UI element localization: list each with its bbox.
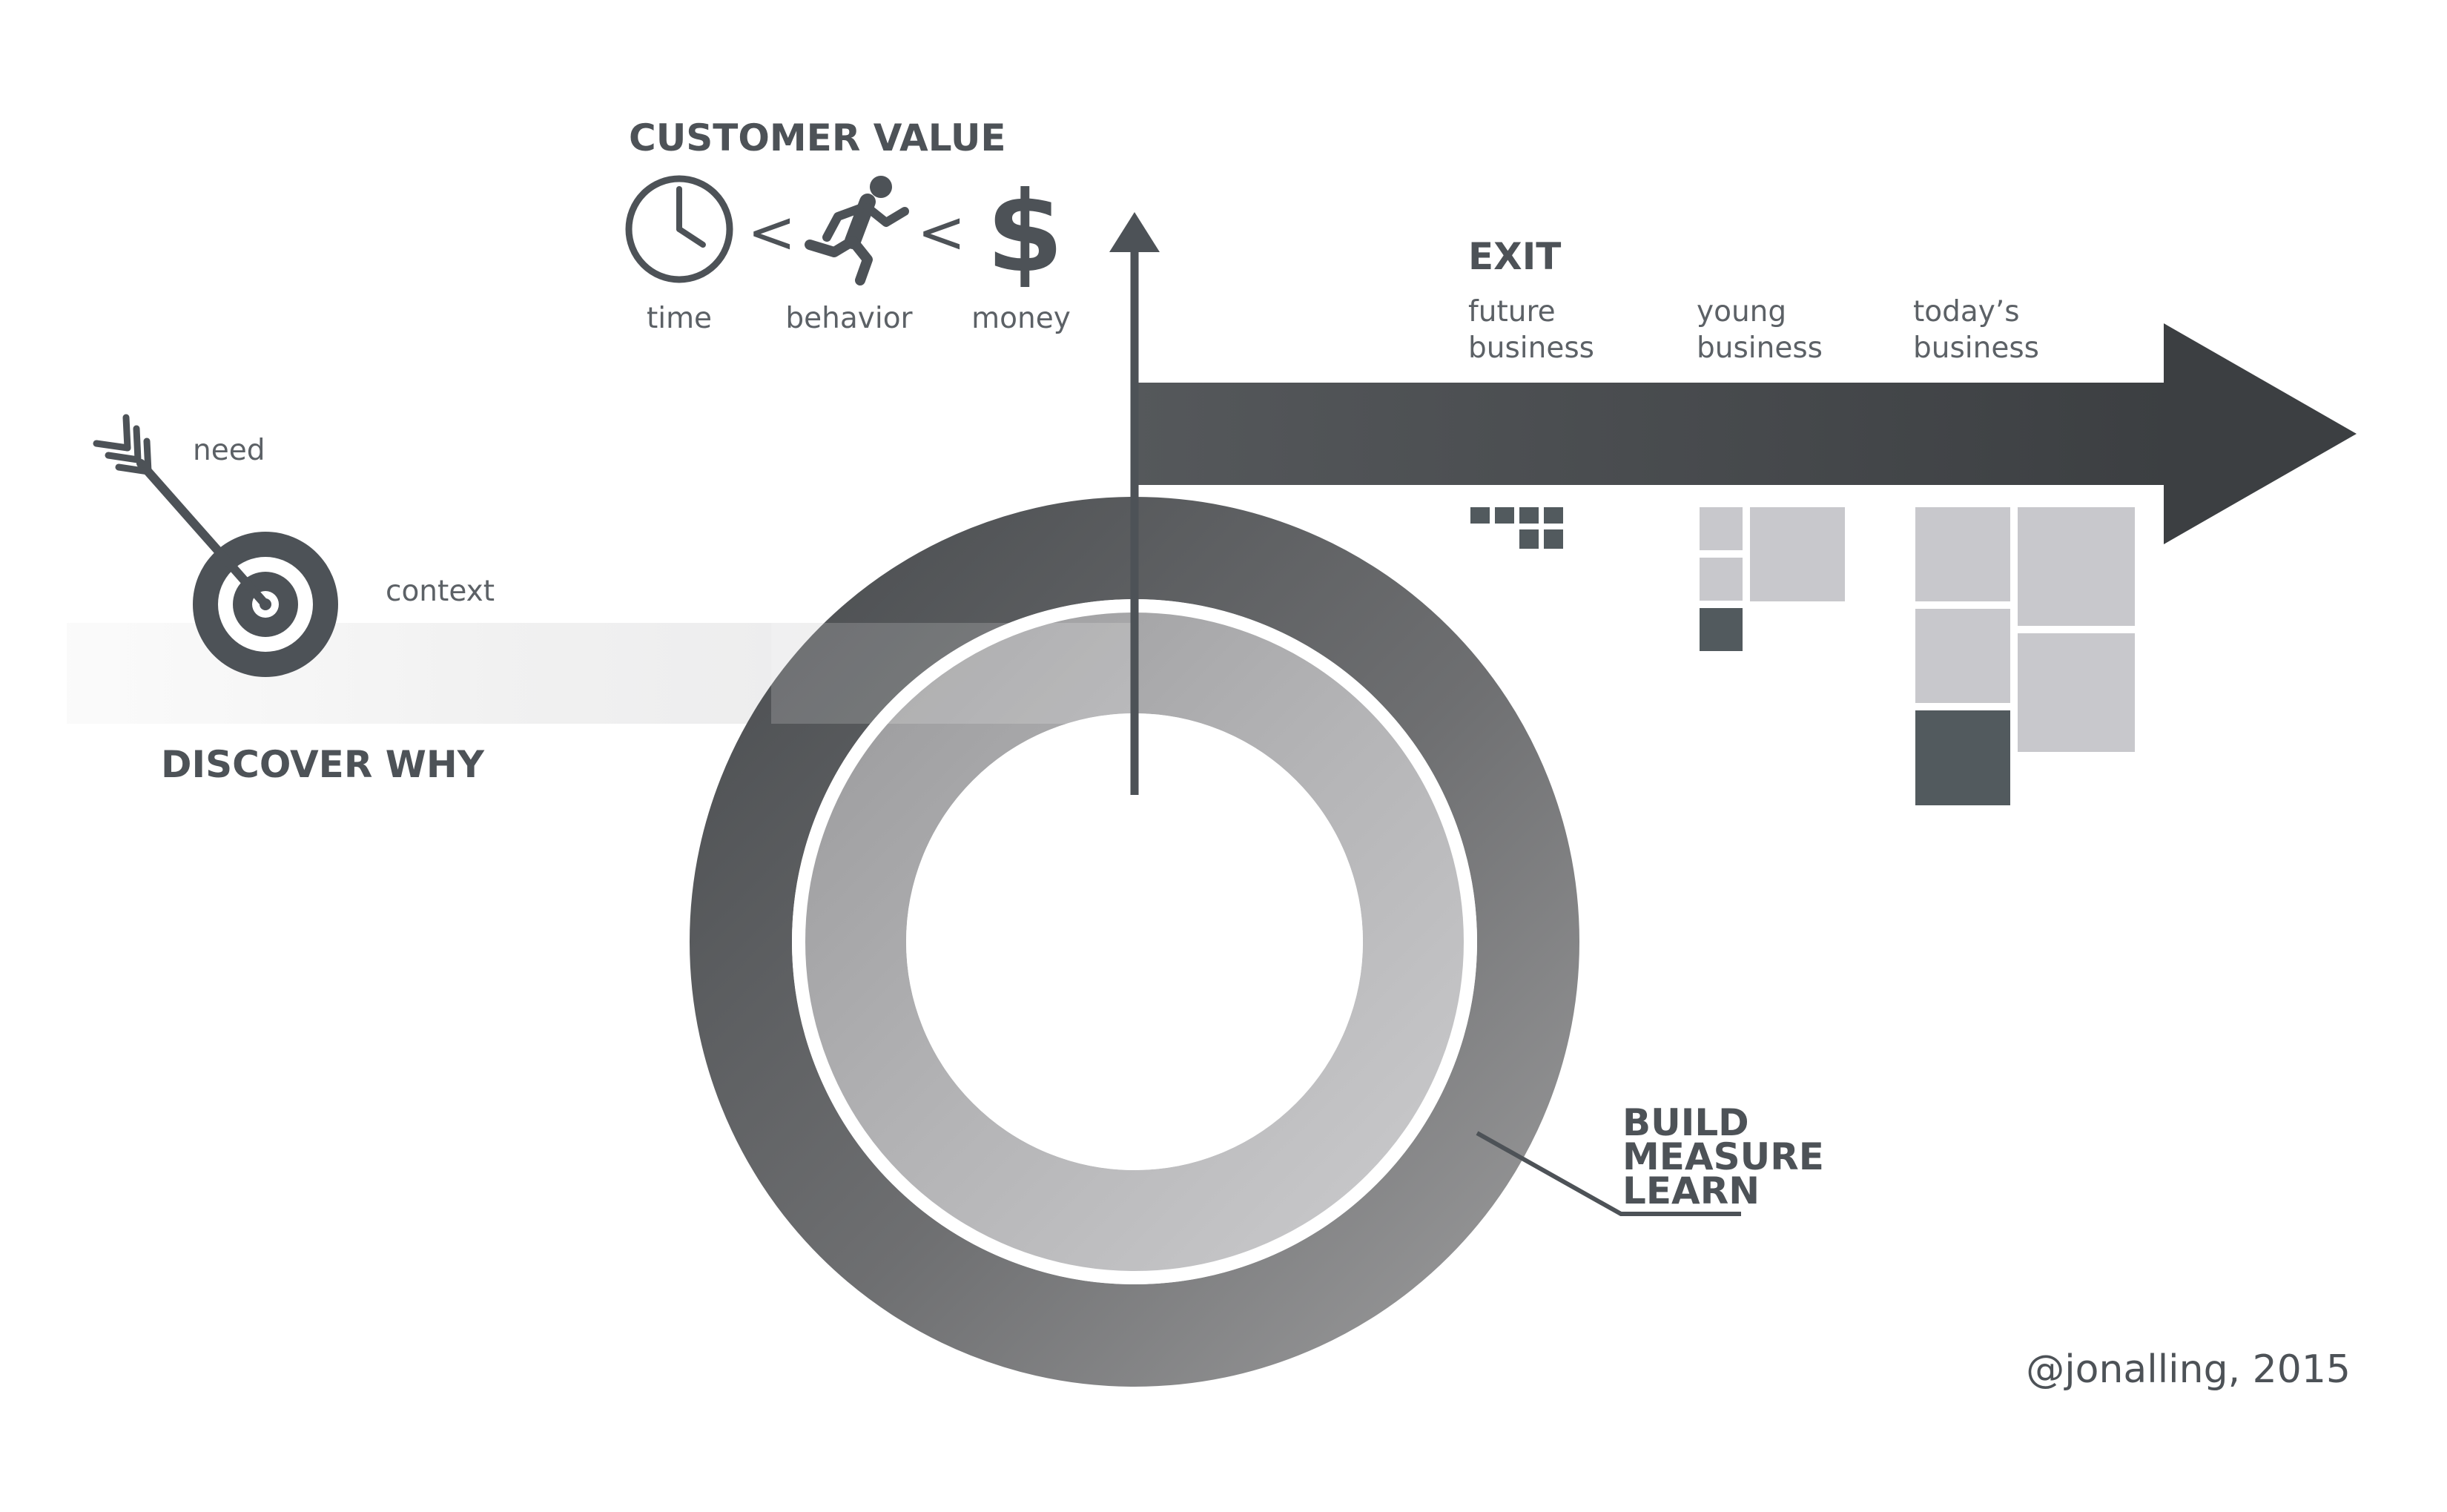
- value-label-behavior: behavior: [785, 302, 913, 335]
- exit-stage-today-line2: business: [1913, 331, 2039, 365]
- future-business-blocks: [1470, 507, 1563, 549]
- exit-stage-today-line1: today’s: [1913, 295, 2020, 329]
- less-than-symbol-2: <: [917, 199, 965, 266]
- loop-label-measure: MEASURE: [1622, 1135, 1824, 1178]
- exit-heading: EXIT: [1468, 235, 1561, 278]
- exit-stage-future-line1: future: [1468, 295, 1556, 329]
- loop-callout-line: [1476, 1131, 1741, 1216]
- inner-loop-center: [906, 713, 1363, 1170]
- exit-stage-future-line2: business: [1468, 331, 1594, 365]
- need-label: need: [193, 434, 265, 467]
- todays-business-blocks: [1915, 507, 2135, 805]
- loop-label-learn: LEARN: [1622, 1169, 1760, 1212]
- discover-band-overlay: [771, 623, 1135, 724]
- discover-why-heading: DISCOVER WHY: [161, 743, 485, 786]
- target-arrow-icon: [93, 414, 338, 677]
- exit-stage-young-line2: business: [1697, 331, 1823, 365]
- dollar-sign-icon: $: [986, 168, 1063, 297]
- loop-label-build: BUILD: [1622, 1101, 1749, 1144]
- running-person-icon: [805, 176, 909, 285]
- value-label-money: money: [971, 302, 1071, 335]
- customer-value-heading: CUSTOMER VALUE: [629, 116, 1006, 159]
- less-than-symbol-1: <: [747, 199, 796, 266]
- exit-arrow-head: [2164, 323, 2357, 544]
- context-label: context: [386, 575, 495, 608]
- author-credit: @jonalling, 2015: [2026, 1347, 2351, 1392]
- value-label-time: time: [647, 302, 712, 335]
- young-business-blocks: [1700, 507, 1845, 651]
- vertical-axis-arrowhead: [1109, 212, 1160, 252]
- clock-icon: [625, 175, 733, 283]
- exit-stage-young-line1: young: [1697, 295, 1786, 329]
- exit-arrow-body: [1133, 383, 2171, 485]
